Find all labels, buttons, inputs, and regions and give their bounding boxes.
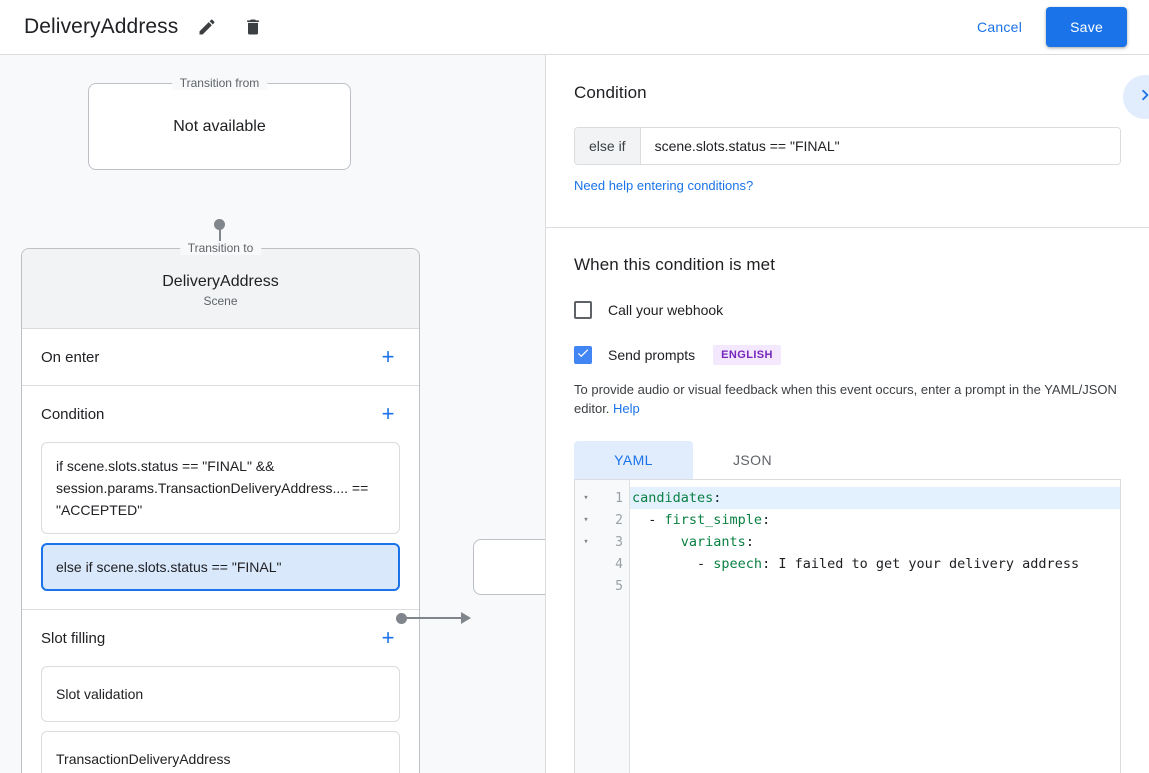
condition-editor-section: Condition else if Need help entering con… [546,55,1149,228]
code-indent [632,534,681,550]
code-line: variants: [630,531,1120,553]
gutter-line: 5 [575,575,629,597]
section-condition: Condition + if scene.slots.status == "FI… [22,386,419,610]
fold-toggle-icon[interactable]: ▾ [583,493,589,503]
code-dash: - [697,556,714,572]
details-panel: Condition else if Need help entering con… [546,55,1149,773]
condition-help-link[interactable]: Need help entering conditions? [574,178,754,193]
scene-type: Scene [203,294,238,308]
code-line [630,575,1120,597]
line-number: 2 [615,512,623,528]
scene-header[interactable]: Transition to DeliveryAddress Scene [22,241,419,329]
slot-item-validation[interactable]: Slot validation [41,666,400,722]
send-prompts-checkbox[interactable] [574,346,592,364]
target-node-placeholder[interactable] [473,539,545,595]
condition-heading: Condition [574,83,647,102]
code-value: I failed to get your delivery address [770,556,1080,572]
add-slot-button[interactable]: + [381,625,395,650]
add-condition-button[interactable]: + [381,401,395,426]
condition-prefix-label: else if [575,128,641,164]
language-badge: ENGLISH [713,345,781,365]
tab-json[interactable]: JSON [733,452,772,468]
line-number: 1 [615,490,623,506]
transition-to-legend: Transition to [179,241,262,255]
condition-input-row[interactable]: else if [574,127,1121,165]
chevron-right-icon [1134,84,1149,111]
condition-item-selected[interactable]: else if scene.slots.status == "FINAL" [41,543,400,591]
line-number: 4 [615,556,623,572]
fold-toggle-icon[interactable]: ▾ [583,537,589,547]
slot-item-transaction[interactable]: TransactionDeliveryAddress [41,731,400,773]
section-title-on-enter: On enter [41,348,100,366]
editor-code-area[interactable]: candidates: - first_simple: variants: - … [630,480,1120,773]
code-colon: : [745,534,754,550]
send-prompts-label: Send prompts [608,347,696,363]
cancel-button[interactable]: Cancel [965,11,1034,43]
fold-toggle-icon[interactable]: ▾ [583,515,589,525]
page-title: DeliveryAddress [24,15,179,38]
line-number: 3 [615,534,623,550]
edit-button[interactable] [190,10,224,44]
prompts-help-link[interactable]: Help [613,401,640,416]
gutter-line: ▾1 [575,487,629,509]
code-indent [632,556,697,572]
when-met-heading: When this condition is met [574,255,776,274]
code-key: first_simple [664,512,763,528]
condition-output-line [405,617,467,619]
check-icon [576,346,590,365]
code-dash: - [648,512,665,528]
prompts-hint: To provide audio or visual feedback when… [574,380,1121,418]
prompt-code-editor[interactable]: ▾1 ▾2 ▾3 4 5 candidates: - first_simple:… [574,479,1121,773]
condition-output-arrowhead [461,612,471,624]
code-key: speech [713,556,763,572]
prompts-hint-text: To provide audio or visual feedback when… [574,382,1117,416]
section-title-condition: Condition [41,405,105,423]
gutter-line: ▾2 [575,509,629,531]
gutter-line: ▾3 [575,531,629,553]
top-bar: DeliveryAddress Cancel Save [0,0,1149,55]
code-colon: : [762,512,771,528]
delete-button[interactable] [236,10,270,44]
condition-output-dot [396,613,407,624]
condition-list: if scene.slots.status == "FINAL" && sess… [41,442,400,609]
condition-item[interactable]: if scene.slots.status == "FINAL" && sess… [41,442,400,534]
code-key: variants [680,534,746,550]
editor-gutter: ▾1 ▾2 ▾3 4 5 [575,480,630,773]
webhook-row[interactable]: Call your webhook [574,301,1121,319]
call-webhook-checkbox[interactable] [574,301,592,319]
section-title-slot-filling: Slot filling [41,629,106,647]
code-line: candidates: [630,487,1120,509]
tab-yaml[interactable]: YAML [574,441,693,479]
scene-name: DeliveryAddress [162,273,279,290]
flow-canvas[interactable]: Transition from Not available Transition… [0,55,546,773]
condition-expression-input[interactable] [640,128,1120,164]
trash-icon [243,17,263,37]
code-line: - first_simple: [630,509,1120,531]
code-colon: : [713,490,722,506]
code-colon: : [762,556,771,572]
section-slot-filling: Slot filling + Slot validation Transacti… [22,610,419,773]
pencil-icon [197,17,217,37]
slot-list: Slot validation TransactionDeliveryAddre… [41,666,400,773]
send-prompts-row[interactable]: Send prompts ENGLISH [574,345,1121,365]
transition-from-node[interactable]: Transition from Not available [88,76,351,170]
editor-format-tabs: YAML JSON [574,441,1121,479]
code-indent [632,512,648,528]
gutter-line: 4 [575,553,629,575]
line-number: 5 [615,578,623,594]
transition-from-title: Not available [173,117,266,135]
transition-from-legend: Transition from [171,76,268,90]
code-line: - speech: I failed to get your delivery … [630,553,1120,575]
section-on-enter: On enter + [22,329,419,386]
transition-to-node: Transition to DeliveryAddress Scene On e… [21,241,420,773]
when-condition-met-section: When this condition is met Call your web… [546,228,1149,773]
code-key: candidates [632,490,714,506]
add-on-enter-button[interactable]: + [381,344,395,369]
call-webhook-label: Call your webhook [608,302,724,318]
save-button[interactable]: Save [1046,7,1127,47]
